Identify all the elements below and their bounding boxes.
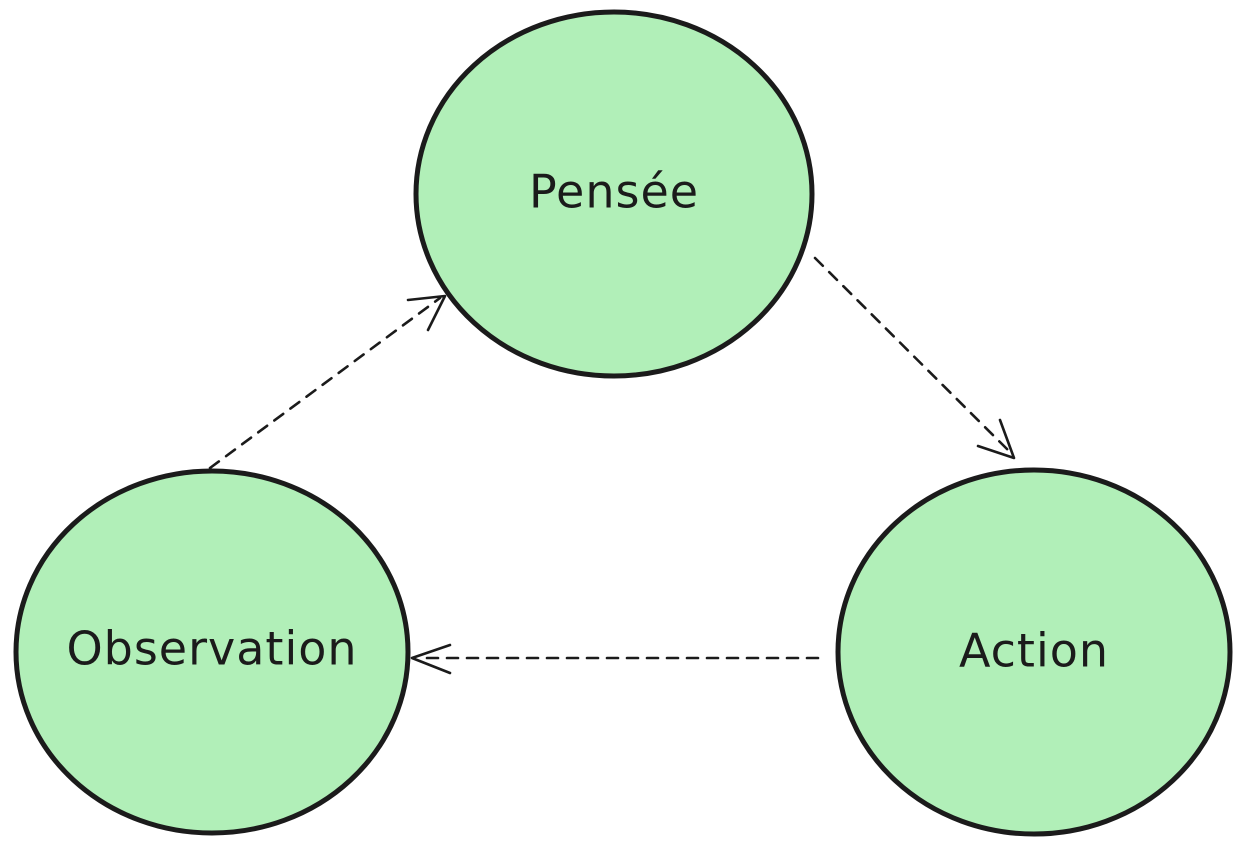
edge-action-to-observation	[410, 643, 820, 675]
node-observation: Observation	[13, 468, 411, 836]
node-pensee: Pensée	[413, 9, 815, 379]
edge-observation-to-pensee	[208, 294, 447, 470]
node-pensee-circle	[413, 9, 815, 379]
node-observation-label: Observation	[66, 622, 357, 676]
nodes-group: Pensée Action Observation	[13, 9, 1233, 837]
edges-group	[208, 256, 1016, 675]
edge-pensee-to-action-line	[813, 256, 1012, 454]
node-observation-circle	[13, 468, 411, 836]
edge-pensee-to-action	[813, 256, 1016, 460]
edge-observation-to-pensee-line	[208, 296, 442, 470]
edge-pensee-to-action-arrowhead	[976, 418, 1016, 460]
edge-action-to-observation-arrowhead	[410, 643, 452, 675]
edge-observation-to-pensee-arrowhead	[406, 294, 447, 332]
node-action-circle	[835, 467, 1233, 837]
node-action-label: Action	[959, 624, 1109, 678]
node-action: Action	[835, 467, 1233, 837]
node-pensee-label: Pensée	[529, 165, 699, 219]
